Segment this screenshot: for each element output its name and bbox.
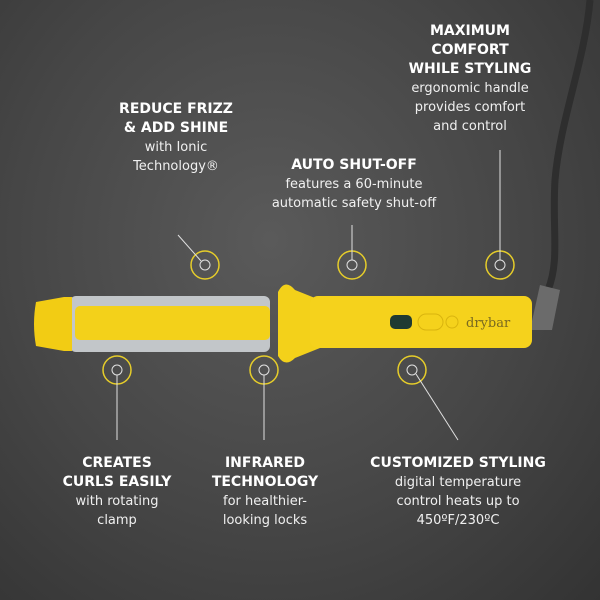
callout-rings (102, 250, 515, 385)
callout-title: CUSTOMIZED STYLING (370, 455, 546, 471)
callout-infrared: INFRARED TECHNOLOGY for healthier- looki… (190, 454, 340, 530)
callout-text: 450ºF/230ºC (416, 513, 500, 528)
callout-shutoff: AUTO SHUT-OFF features a 60-minute autom… (244, 156, 464, 213)
callout-text: for healthier- (223, 494, 307, 509)
temperature-display (390, 315, 412, 329)
callout-curls: CREATES CURLS EASILY with rotating clamp (42, 454, 192, 530)
power-button (445, 315, 459, 329)
callout-text: digital temperature (394, 475, 522, 490)
callout-title: COMFORT (431, 42, 509, 58)
callout-text: provides comfort (414, 100, 526, 115)
callout-title: INFRARED (224, 455, 306, 471)
callout-text: clamp (97, 513, 137, 528)
callout-frizz: REDUCE FRIZZ & ADD SHINE with Ionic Tech… (96, 100, 256, 176)
callout-title: MAXIMUM (429, 23, 510, 39)
callout-title: WHILE STYLING (408, 61, 532, 77)
callout-title: TECHNOLOGY (211, 474, 319, 490)
callout-text: with rotating (75, 494, 159, 509)
callout-text: automatic safety shut-off (271, 196, 437, 211)
callout-styling: CUSTOMIZED STYLING digital temperature c… (358, 454, 558, 530)
cool-tip (34, 297, 72, 351)
callout-text: ergonomic handle (411, 81, 529, 96)
callout-text: and control (433, 119, 507, 134)
callout-pointers (111, 150, 506, 441)
temperature-button (417, 313, 444, 331)
power-cord (544, 0, 594, 292)
callout-text: with Ionic (144, 140, 208, 155)
cord-swivel (530, 285, 560, 330)
brand-logo: drybar (466, 316, 511, 331)
callout-title: REDUCE FRIZZ (119, 101, 233, 117)
callout-title: AUTO SHUT-OFF (291, 157, 417, 173)
callout-comfort: MAXIMUM COMFORT WHILE STYLING ergonomic … (385, 22, 555, 136)
callout-text: control heats up to (396, 494, 520, 509)
callout-text: features a 60-minute (285, 177, 423, 192)
clamp (75, 306, 270, 340)
callout-text: Technology® (133, 159, 219, 174)
clamp-lever (278, 284, 320, 363)
callout-title: CREATES (82, 455, 152, 471)
callout-title: & ADD SHINE (123, 120, 229, 136)
callout-text: looking locks (222, 513, 308, 528)
callout-title: CURLS EASILY (62, 474, 172, 490)
